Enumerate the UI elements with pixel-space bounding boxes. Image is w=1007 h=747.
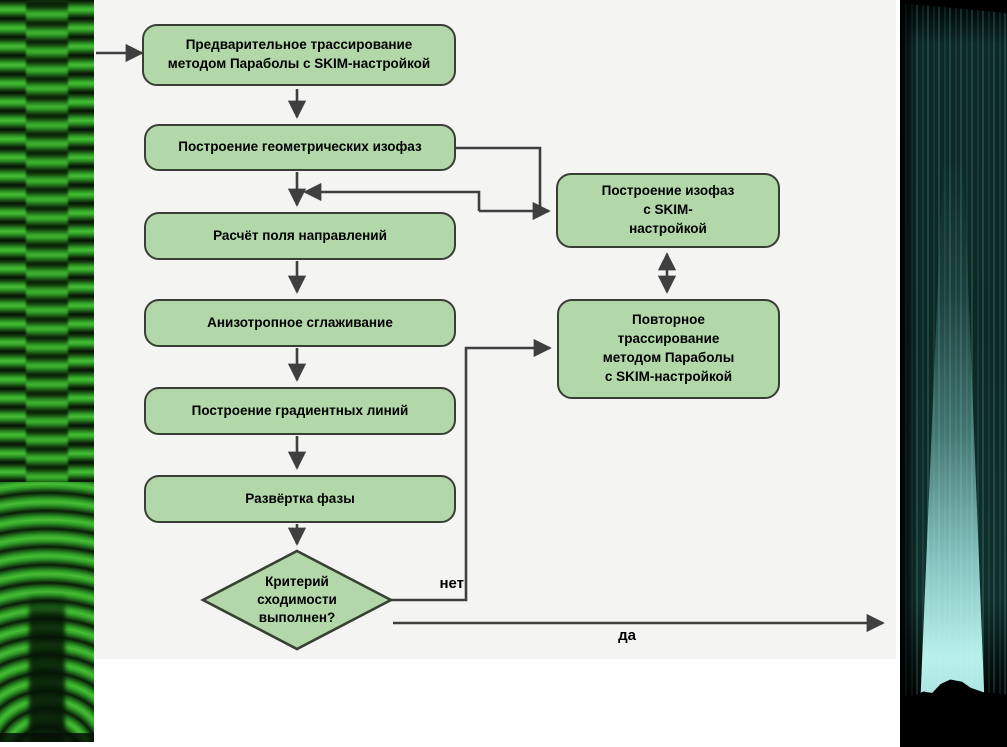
nozzle-shadow <box>29 592 65 742</box>
edge-label-no: нет <box>439 575 464 592</box>
decision-label: Критерий сходимости выполнен? <box>257 573 337 626</box>
decision-diamond <box>200 549 394 651</box>
node-phase-unwrapping: Развёртка фазы <box>144 475 456 523</box>
line-isophases-to-skim-isophases <box>456 146 542 211</box>
node-anisotropic-smoothing: Анизотропное сглаживание <box>144 299 456 347</box>
node-repeated-tracing: Повторное трассирование методом Параболы… <box>557 299 780 399</box>
arrow-decision-no-to-repeated-tracing <box>390 338 552 602</box>
edge-label-yes: да <box>618 627 636 644</box>
left-image-bottom-band <box>0 733 94 742</box>
node-geometric-isophases: Построение геометрических изофаз <box>144 124 456 171</box>
left-interferogram-image <box>0 0 94 742</box>
node-preliminary-tracing: Предварительное трассирование методом Па… <box>142 24 456 86</box>
arrow-skim-isophases-return <box>303 182 481 211</box>
node-direction-field: Расчёт поля направлений <box>144 212 456 260</box>
right-plume-image <box>900 0 1007 747</box>
node-gradient-lines: Построение градиентных линий <box>144 387 456 435</box>
node-isophases-skim: Построение изофаз с SKIM- настройкой <box>556 173 780 248</box>
